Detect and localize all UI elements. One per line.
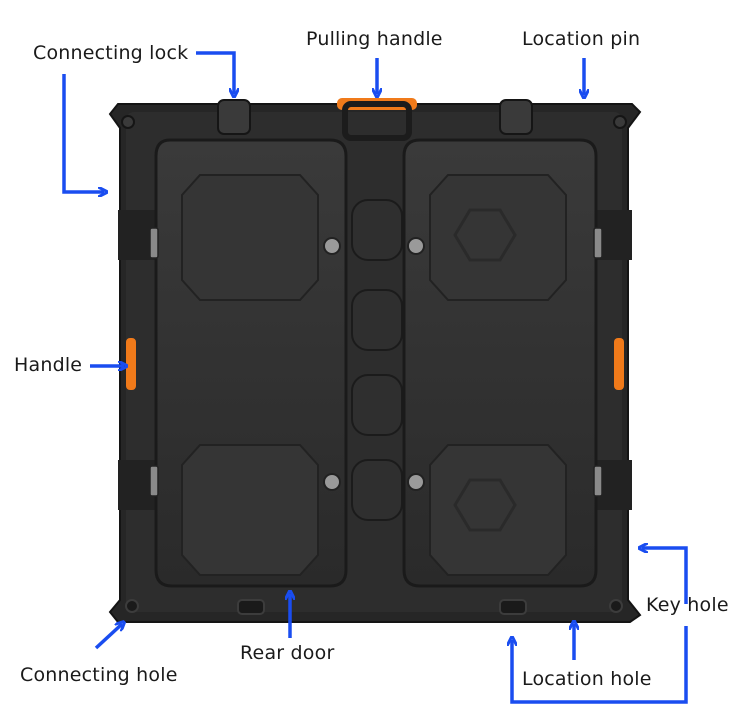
label-rear-door: Rear door [240,642,335,664]
pulling-handle [337,98,417,141]
top-locks [121,99,627,135]
label-key-hole: Key hole [646,594,729,616]
label-location-hole: Location hole [522,668,652,690]
side-latches [149,227,603,497]
bottom-holes [125,599,623,615]
handle-left [126,338,136,390]
handle-right [614,338,624,390]
label-handle: Handle [14,354,83,376]
label-location-pin: Location pin [522,28,641,50]
arrow-key-hole [642,548,688,604]
arrow-connecting-lock-side [62,74,104,192]
arrow-connecting-hole [94,624,122,650]
arrow-connecting-lock [196,51,234,94]
label-connecting-lock: Connecting lock [33,42,189,64]
label-connecting-hole: Connecting hole [20,664,178,686]
rear-door-right [402,138,598,588]
rear-door-left [154,138,348,588]
arrow-location-hole-bracket [512,626,688,704]
label-pulling-handle: Pulling handle [306,28,443,50]
